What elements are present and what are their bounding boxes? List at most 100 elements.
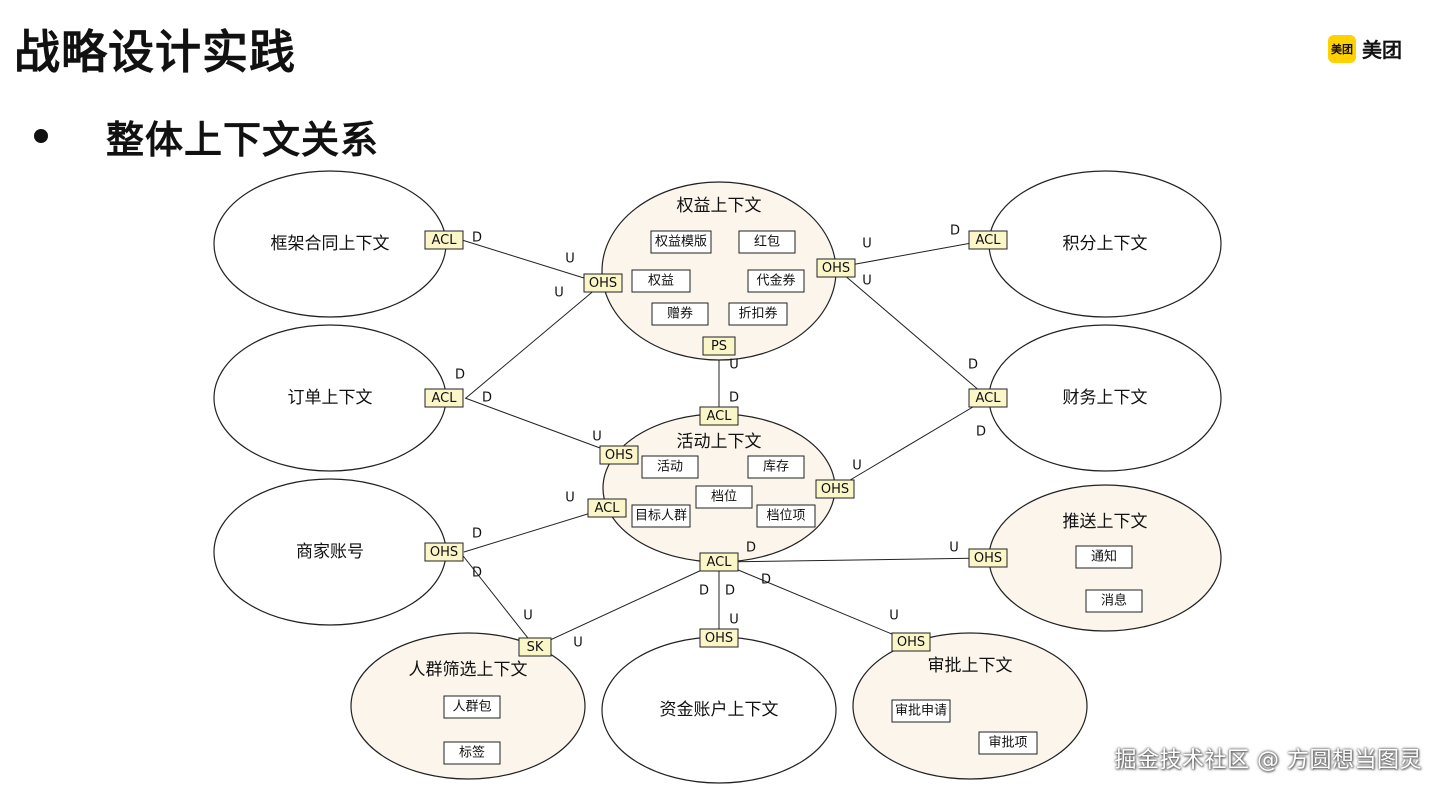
pattern-badge-label: OHS — [605, 448, 633, 463]
relation-line — [833, 239, 989, 269]
context-label-approval: 审批上下文 — [928, 656, 1013, 676]
pattern-badge-acl — [424, 388, 464, 408]
downstream-mark: D — [950, 224, 960, 239]
entity-label: 通知 — [1091, 549, 1117, 565]
relation-line — [461, 239, 601, 284]
entity-label: 目标人群 — [635, 509, 687, 524]
upstream-mark: U — [554, 286, 564, 301]
relation-line — [718, 561, 912, 643]
entity-label: 红包 — [754, 234, 780, 250]
entity-box — [631, 504, 691, 528]
pattern-badge-ohs — [699, 628, 739, 648]
entity-box — [728, 302, 788, 326]
pattern-badge-ohs — [968, 548, 1008, 568]
pattern-badge-label: ACL — [432, 391, 458, 406]
entity-box — [747, 455, 805, 479]
upstream-mark: U — [565, 252, 575, 267]
bullet-text: 整体上下文关系 — [106, 117, 380, 162]
pattern-badge-label: ACL — [707, 409, 733, 424]
entity-label: 赠券 — [667, 306, 693, 322]
pattern-badge-label: PS — [711, 339, 727, 354]
entity-label: 活动 — [657, 460, 683, 475]
upstream-mark: U — [889, 609, 899, 624]
context-finance: 财务上下文 — [988, 324, 1222, 472]
entity-box — [1075, 545, 1133, 569]
context-framework: 框架合同上下文 — [213, 170, 447, 318]
upstream-mark: U — [949, 541, 959, 556]
entity-box — [695, 485, 753, 509]
entity-box — [651, 302, 709, 326]
pattern-badge-acl — [424, 230, 464, 250]
context-label-order: 订单上下文 — [288, 388, 373, 408]
entity-box — [641, 455, 699, 479]
pattern-badge-acl — [699, 552, 739, 572]
context-ellipse-approval — [852, 632, 1088, 780]
relation-line — [534, 561, 720, 648]
relation-line — [465, 282, 604, 399]
entity-label: 消息 — [1101, 593, 1127, 609]
entity-box — [747, 269, 805, 293]
entity-label: 档位项 — [766, 509, 805, 524]
meituan-logo: 美团 美团 — [1328, 34, 1402, 63]
meituan-logo-text: 美团 — [1362, 38, 1402, 62]
pattern-badge-ps — [702, 336, 736, 356]
downstream-mark: D — [472, 527, 482, 542]
context-label-activity: 活动上下文 — [677, 432, 762, 452]
relation-line — [834, 397, 989, 490]
downstream-mark: D — [472, 566, 482, 581]
entity-box — [443, 741, 501, 765]
entity-label: 权益 — [648, 273, 674, 289]
relation-line — [463, 507, 608, 553]
entity-label: 审批项 — [988, 736, 1027, 751]
relation-lines — [459, 239, 989, 648]
meituan-logo-badge: 美团 — [1328, 34, 1356, 63]
downstream-mark: D — [976, 425, 986, 440]
entity-box — [756, 504, 816, 528]
context-rights: 权益上下文权益模版红包权益代金券赠券折扣券 — [601, 181, 837, 361]
relation-line — [835, 267, 989, 399]
downstream-mark: D — [761, 573, 771, 588]
entity-label: 库存 — [763, 459, 789, 475]
pattern-badge-label: ACL — [432, 233, 458, 248]
pattern-badge-label: ACL — [595, 501, 621, 516]
page-title: 战略设计实践 — [14, 25, 296, 79]
upstream-mark: U — [573, 636, 583, 651]
bullet-row: 整体上下文关系 — [34, 108, 379, 164]
context-activity: 活动上下文活动库存档位目标人群档位项 — [602, 413, 836, 563]
pattern-badge-label: OHS — [974, 551, 1002, 566]
context-label-framework: 框架合同上下文 — [271, 234, 390, 254]
downstream-mark: D — [455, 368, 465, 383]
context-order: 订单上下文 — [213, 324, 447, 472]
pattern-badge-ohs — [891, 632, 931, 652]
upstream-mark: U — [523, 609, 533, 624]
entity-box — [978, 731, 1038, 755]
pattern-badge-label: OHS — [897, 635, 925, 650]
entity-label: 标签 — [459, 745, 485, 761]
upstream-mark: U — [852, 459, 862, 474]
relation-line — [718, 557, 989, 563]
upstream-mark: U — [862, 237, 872, 252]
context-label-rights: 权益上下文 — [677, 196, 762, 216]
bounded-contexts: 框架合同上下文权益上下文权益模版红包权益代金券赠券折扣券积分上下文订单上下文活动… — [213, 170, 1222, 784]
relation-line — [459, 551, 536, 648]
downstream-mark: D — [725, 584, 735, 599]
pattern-badge-ohs — [599, 445, 639, 465]
context-label-fund: 资金账户上下文 — [660, 700, 779, 720]
entity-box — [631, 269, 691, 293]
pattern-badge-acl — [968, 388, 1008, 408]
downstream-mark: D — [482, 391, 492, 406]
downstream-mark: D — [699, 584, 709, 599]
pattern-badge-label: OHS — [589, 276, 617, 291]
context-points: 积分上下文 — [988, 170, 1222, 318]
pattern-badge-label: ACL — [707, 555, 733, 570]
pattern-badge-ohs — [816, 258, 856, 278]
downstream-mark: D — [729, 391, 739, 406]
context-label-push: 推送上下文 — [1063, 512, 1148, 532]
upstream-mark: U — [862, 274, 872, 289]
pattern-badge-acl — [968, 230, 1008, 250]
downstream-mark: D — [472, 231, 482, 246]
entity-label: 代金券 — [756, 273, 795, 289]
